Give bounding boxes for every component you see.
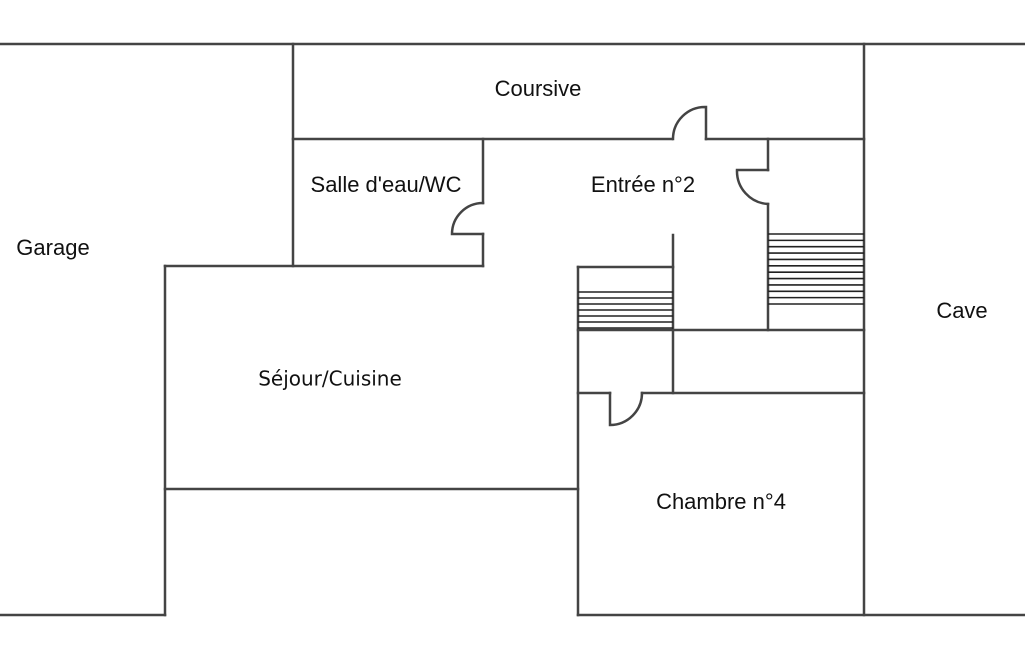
doors — [450, 105, 770, 427]
door-salle-eau — [450, 201, 485, 236]
room-label-sejour: Séjour/Cuisine — [258, 367, 402, 391]
room-label-salle-eau: Salle d'eau/WC — [311, 172, 462, 197]
stairs-left — [578, 291, 673, 329]
stairs-right — [768, 233, 864, 305]
door-coursive — [671, 105, 708, 141]
room-label-chambre: Chambre n°4 — [656, 489, 786, 514]
walls — [0, 42, 1025, 617]
door-entree — [735, 168, 770, 206]
room-label-cave: Cave — [936, 298, 987, 323]
room-label-entree: Entrée n°2 — [591, 172, 695, 197]
door-chambre — [608, 391, 644, 427]
room-label-coursive: Coursive — [495, 76, 582, 101]
room-label-garage: Garage — [16, 235, 89, 260]
